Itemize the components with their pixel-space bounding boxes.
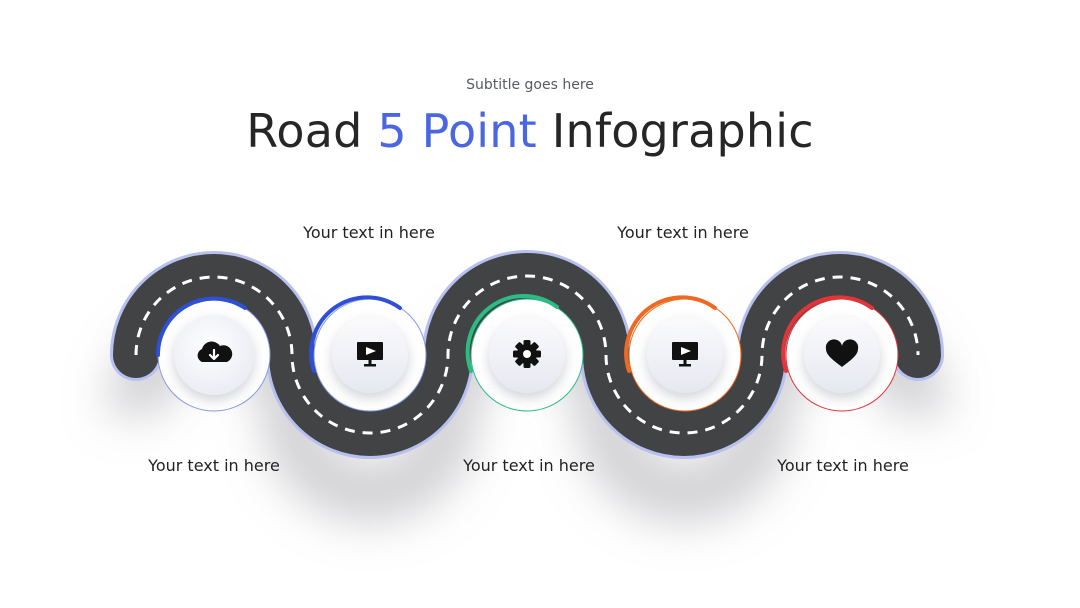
- monitor-play-icon: [672, 342, 698, 367]
- step-3-progress-arc: [465, 294, 559, 373]
- step-5-progress-arc: [781, 295, 874, 373]
- subtitle: Subtitle goes here: [466, 77, 594, 93]
- step-node-1: [155, 296, 271, 412]
- step-4-progress-arc: [624, 295, 717, 373]
- step-node-3: [465, 294, 584, 412]
- step-4-caption: Your text in here: [617, 223, 749, 242]
- page-title: Road 5 Point Infographic: [0, 104, 1060, 158]
- step-node-5: [781, 295, 899, 412]
- step-2-caption: Your text in here: [303, 223, 435, 242]
- title-part-2: Infographic: [536, 104, 814, 158]
- step-1-caption: Your text in here: [148, 456, 280, 475]
- gear-icon: [513, 340, 541, 368]
- road-center-line: [134, 274, 920, 435]
- step-node-4: [624, 295, 742, 412]
- monitor-play-icon: [357, 342, 383, 367]
- heart-icon: [825, 339, 859, 367]
- title-accent: 5 Point: [377, 104, 537, 158]
- step-2-progress-arc: [309, 295, 402, 373]
- step-3-caption: Your text in here: [463, 456, 595, 475]
- title-part-1: Road: [246, 104, 378, 158]
- cloud-download-icon: [197, 341, 233, 362]
- step-5-caption: Your text in here: [777, 456, 909, 475]
- step-node-2: [309, 295, 427, 412]
- step-1-progress-arc: [155, 296, 247, 357]
